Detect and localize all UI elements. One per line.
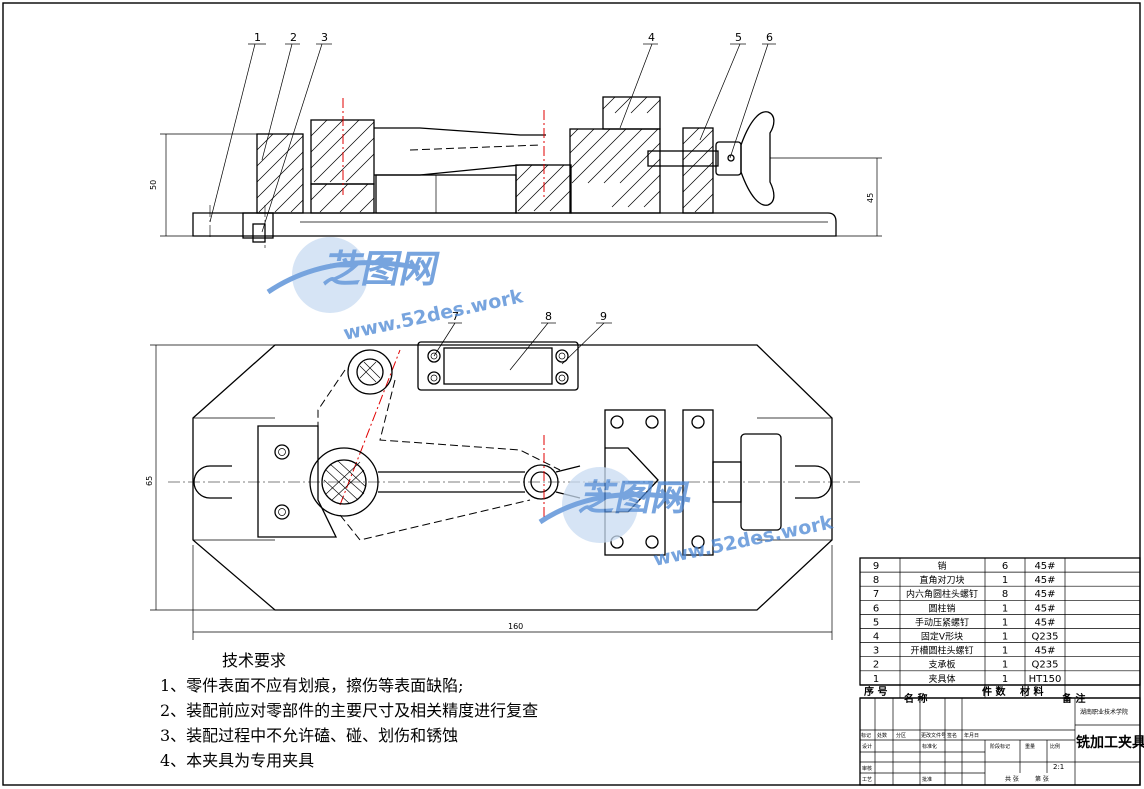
bom-cell-name: 支承板	[928, 659, 955, 671]
bom-cell-material: 45#	[1034, 617, 1055, 628]
bom-cell-qty: 1	[1002, 603, 1008, 614]
bom-header-mat: 材 料	[1020, 685, 1043, 698]
dim-height-b: 45	[866, 193, 875, 203]
tb-label-changedoc: 更改文件号	[921, 732, 946, 739]
balloon-1: 1	[254, 31, 261, 44]
bom-cell-qty: 8	[1002, 589, 1008, 600]
tb-label-count: 处数	[877, 732, 887, 739]
tb-label-process: 工艺	[862, 777, 872, 783]
tb-label-stage: 阶段标记	[990, 743, 1010, 750]
dim-height-a: 50	[149, 180, 158, 190]
bom-cell-material: 45#	[1034, 575, 1055, 586]
balloon-4: 4	[648, 31, 655, 44]
bom-cell-name: 固定V形块	[921, 631, 963, 643]
top-view: 65 160	[145, 322, 860, 640]
bom-cell-no: 7	[873, 589, 879, 600]
note-item-1: 1、零件表面不应有划痕，擦伤等表面缺陷;	[160, 676, 464, 695]
title-block: 湖南职业技术学院 铣加工夹具 2:1 标记 处数 分区 更改文件号 签名 年月日…	[859, 697, 1144, 786]
note-item-2: 2、装配前应对零部件的主要尺寸及相关精度进行复查	[160, 701, 539, 720]
bom-cell-no: 1	[873, 674, 879, 685]
bom-cell-name: 内六角圆柱头螺钉	[906, 588, 978, 600]
tb-scale: 2:1	[1053, 763, 1064, 771]
tb-label-review: 审核	[862, 765, 872, 772]
bom-cell-no: 5	[873, 617, 879, 628]
watermark-2: 芝图网 www.52des.work	[538, 467, 835, 571]
balloon-8: 8	[545, 310, 552, 323]
bom-cell-qty: 1	[1002, 575, 1008, 586]
tb-label-sheet-no: 第 张	[1035, 775, 1049, 783]
tb-label-total-sheets: 共 张	[1005, 775, 1019, 783]
bom-cell-qty: 1	[1002, 674, 1008, 685]
tb-label-date: 年月日	[964, 732, 979, 739]
balloon-5: 5	[735, 31, 742, 44]
notes-title: 技术要求	[222, 651, 287, 670]
bom-cell-material: 45#	[1034, 589, 1055, 600]
dim-width-top: 65	[145, 476, 154, 486]
bom-cell-no: 6	[873, 603, 879, 614]
technical-requirements: 技术要求 1、零件表面不应有划痕，擦伤等表面缺陷; 2、装配前应对零部件的主要尺…	[160, 648, 538, 773]
tb-label-weight: 重量	[1025, 743, 1035, 750]
bom-cell-qty: 1	[1002, 660, 1008, 671]
tb-label-standard: 标准化	[922, 743, 937, 750]
tb-label-zone: 分区	[896, 732, 906, 739]
bom-cell-name: 开槽圆柱头螺钉	[910, 645, 973, 657]
note-item-3: 3、装配过程中不允许磕、碰、划伤和锈蚀	[160, 726, 459, 745]
bom-cell-qty: 1	[1002, 632, 1008, 643]
dim-width-bottom: 160	[508, 622, 523, 631]
bom-cell-qty: 1	[1002, 646, 1008, 657]
balloon-9: 9	[600, 310, 607, 323]
bom-rows: 9 销 6 45# 8 直角对刀块 1 45# 7 内六角圆柱头螺钉 8 45# 6 圆柱销 1 45# 5 手动…	[873, 560, 1062, 685]
bom-cell-material: 45#	[1034, 561, 1055, 572]
bom-header-seq: 序 号	[864, 685, 887, 698]
tb-drawing-title: 铣加工夹具	[1076, 734, 1144, 751]
bom-header-qty: 件 数	[982, 685, 1006, 698]
balloon-7: 7	[452, 310, 459, 323]
bom-cell-no: 4	[873, 632, 879, 643]
bom-cell-name: 直角对刀块	[919, 574, 964, 586]
bom-cell-no: 9	[873, 561, 879, 572]
bom-cell-no: 8	[873, 575, 879, 586]
bom-cell-name: 夹具体	[928, 673, 955, 685]
bom-cell-material: Q235	[1032, 632, 1059, 643]
bom-cell-material: 45#	[1034, 603, 1055, 614]
tb-label-mark: 标记	[861, 732, 871, 739]
bom-cell-no: 2	[873, 660, 879, 671]
front-view: 50 45	[149, 43, 882, 248]
tb-label-approve: 批准	[922, 776, 932, 783]
balloon-6: 6	[766, 31, 773, 44]
tb-label-design: 设计	[862, 743, 872, 750]
bom-cell-qty: 1	[1002, 617, 1008, 628]
watermark-url-1: www.52des.work	[341, 285, 525, 345]
note-item-4: 4、本夹具为专用夹具	[160, 751, 315, 770]
balloon-2: 2	[290, 31, 297, 44]
watermark-brand-1: 芝图网	[320, 247, 443, 292]
tb-school: 湖南职业技术学院	[1080, 708, 1128, 716]
tb-label-ratio: 比例	[1050, 743, 1060, 750]
bom-cell-name: 销	[937, 560, 946, 572]
bom-cell-qty: 6	[1002, 561, 1008, 572]
balloon-3: 3	[321, 31, 328, 44]
bom-table: 序 号 名 称 件 数 材 料 备 注	[859, 557, 1141, 705]
tb-label-sign: 签名	[947, 732, 957, 739]
bom-cell-no: 3	[873, 646, 879, 657]
bom-cell-material: HT150	[1029, 674, 1062, 685]
watermark-1: 芝图网 www.52des.work	[266, 237, 525, 345]
bom-cell-name: 圆柱销	[928, 602, 955, 614]
bom-cell-material: Q235	[1032, 660, 1059, 671]
watermark-brand-2: 芝图网	[576, 476, 693, 519]
bom-cell-name: 手动压紧螺钉	[915, 616, 969, 628]
bom-cell-material: 45#	[1034, 646, 1055, 657]
